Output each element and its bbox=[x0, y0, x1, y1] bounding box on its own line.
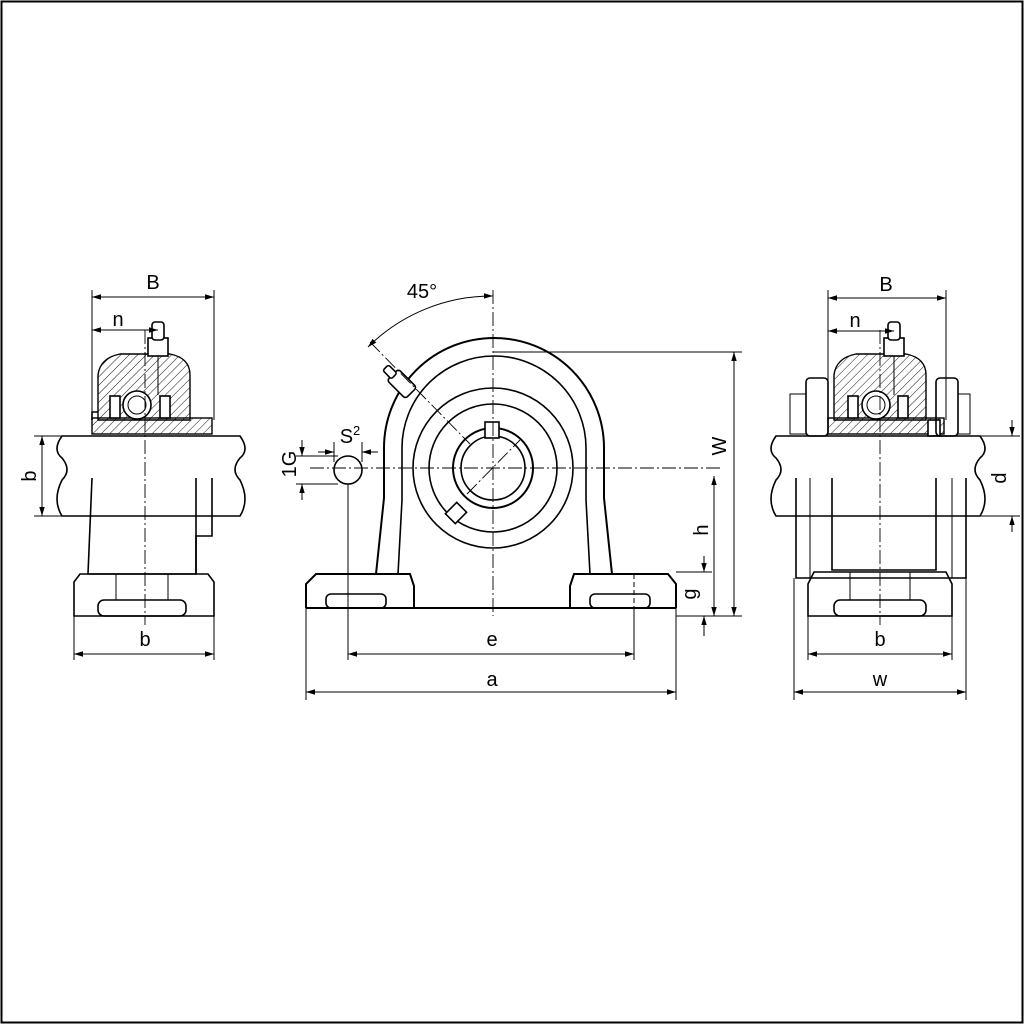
front-dim-S-sup: 2 bbox=[353, 423, 360, 438]
front-dim-W: W bbox=[709, 436, 731, 455]
front-dim-S: S2 bbox=[340, 423, 361, 448]
left-dim-n: n bbox=[112, 309, 123, 331]
left-dim-b-vertical: b bbox=[19, 470, 41, 481]
right-dim-d: d bbox=[989, 472, 1011, 483]
right-dim-B: B bbox=[879, 274, 892, 296]
front-view: 45° S2 1G W h g e a bbox=[279, 281, 742, 700]
front-dim-h: h bbox=[691, 524, 713, 535]
right-dim-n: n bbox=[849, 310, 860, 332]
front-dim-1G: 1G bbox=[279, 451, 301, 478]
right-dim-w: w bbox=[872, 669, 888, 691]
left-side-view: B n b b bbox=[19, 272, 246, 660]
front-dim-angle: 45° bbox=[407, 281, 437, 303]
right-side-view: B n d b w bbox=[770, 274, 1020, 700]
left-dim-B: B bbox=[146, 272, 159, 294]
front-dim-g: g bbox=[679, 588, 701, 599]
left-dim-b-bottom: b bbox=[139, 629, 150, 651]
front-dim-a: a bbox=[486, 669, 498, 691]
right-dim-b-bottom: b bbox=[874, 629, 885, 651]
front-dim-e: e bbox=[486, 629, 497, 651]
